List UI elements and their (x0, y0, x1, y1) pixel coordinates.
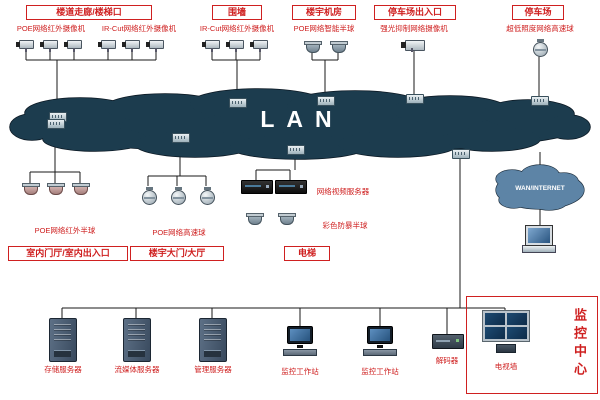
network-switch-icon (406, 94, 424, 104)
wan-cloud-label: WAN/INTERNET (515, 185, 565, 192)
group-label-parking: 停车场 (512, 5, 564, 20)
bullet-camera-icon (122, 40, 140, 52)
device-label-vandal-dome: 彩色防暴半球 (322, 221, 368, 230)
network-switch-icon (531, 96, 549, 106)
device-label-decoder: 解码器 (435, 356, 459, 365)
network-switch-icon (317, 96, 335, 106)
box-camera-icon (401, 40, 425, 52)
dome-camera-icon (22, 183, 40, 195)
server-tower-icon (49, 318, 77, 362)
device-label-monitor-workstation: 监控工作站 (281, 367, 319, 376)
bullet-camera-icon (16, 40, 34, 52)
laptop-icon (522, 225, 556, 253)
server-tower-icon (123, 318, 151, 362)
speed-dome-icon (200, 187, 215, 205)
device-label-streaming-server: 流媒体服务器 (114, 365, 160, 374)
group-label-corridor: 楼道走廊/楼梯口 (26, 5, 152, 20)
dome-camera-icon (304, 41, 322, 53)
device-label-poe-speeddome: POE网络高速球 (152, 228, 206, 237)
dome-camera-icon (47, 183, 65, 195)
lan-cloud-label: LAN (260, 106, 344, 132)
bullet-camera-icon (226, 40, 244, 52)
monitoring-center-frame (466, 296, 598, 394)
speed-dome-icon (533, 39, 548, 57)
group-label-parking-entrance: 停车场出入口 (374, 5, 456, 20)
speed-dome-icon (142, 187, 157, 205)
network-switch-icon (229, 98, 247, 108)
workstation-icon (362, 326, 398, 359)
video-server-icon (275, 180, 307, 194)
dome-camera-icon (72, 183, 90, 195)
device-label-lowlux-speeddome: 超低照度网络高速球 (506, 24, 574, 33)
bullet-camera-icon (202, 40, 220, 52)
network-switch-icon (452, 149, 470, 159)
group-label-wall: 围墙 (212, 5, 262, 20)
bullet-camera-icon (146, 40, 164, 52)
bullet-camera-icon (98, 40, 116, 52)
video-server-icon (241, 180, 273, 194)
group-label-building-gate: 楼宇大门/大厅 (130, 246, 224, 261)
device-label-ircut-camera-2: IR-Cut网络红外摄像机 (199, 24, 275, 33)
network-switch-icon (172, 133, 190, 143)
monitoring-center-label: 监控中心 (572, 308, 587, 380)
workstation-icon (282, 326, 318, 359)
bullet-camera-icon (40, 40, 58, 52)
connection-lines (25, 50, 541, 334)
dome-camera-icon (330, 41, 348, 53)
device-label-management-server: 管理服务器 (194, 365, 232, 374)
device-label-monitor-workstation-2: 监控工作站 (361, 367, 399, 376)
device-label-highlight-camera: 强光抑制网络摄像机 (380, 24, 448, 33)
bullet-camera-icon (64, 40, 82, 52)
wan-cloud-fill (496, 165, 584, 210)
device-label-poe-ir-dome: POE网络红外半球 (34, 226, 96, 235)
device-label-storage-server: 存储服务器 (44, 365, 82, 374)
group-label-machine-room: 楼宇机房 (292, 5, 356, 20)
device-label-tv-wall: 电视墙 (494, 362, 518, 371)
speed-dome-icon (171, 187, 186, 205)
device-label-poe-smart-dome: POE网络智能半球 (293, 24, 355, 33)
decoder-icon (432, 334, 464, 349)
group-label-indoor-lobby: 室内门厅/室内出入口 (8, 246, 128, 261)
dome-camera-icon (278, 213, 296, 225)
bullet-camera-icon (250, 40, 268, 52)
network-switch-icon (287, 145, 305, 155)
dome-camera-icon (246, 213, 264, 225)
device-label-poe-ir-camera: POE网络红外摄像机 (16, 24, 86, 33)
tv-wall-icon (482, 310, 530, 353)
network-switch-icon (47, 119, 65, 129)
device-label-ircut-camera: IR-Cut网络红外摄像机 (101, 24, 177, 33)
group-label-elevator: 电梯 (284, 246, 330, 261)
device-label-video-server: 网络视频服务器 (316, 187, 370, 196)
server-tower-icon (199, 318, 227, 362)
